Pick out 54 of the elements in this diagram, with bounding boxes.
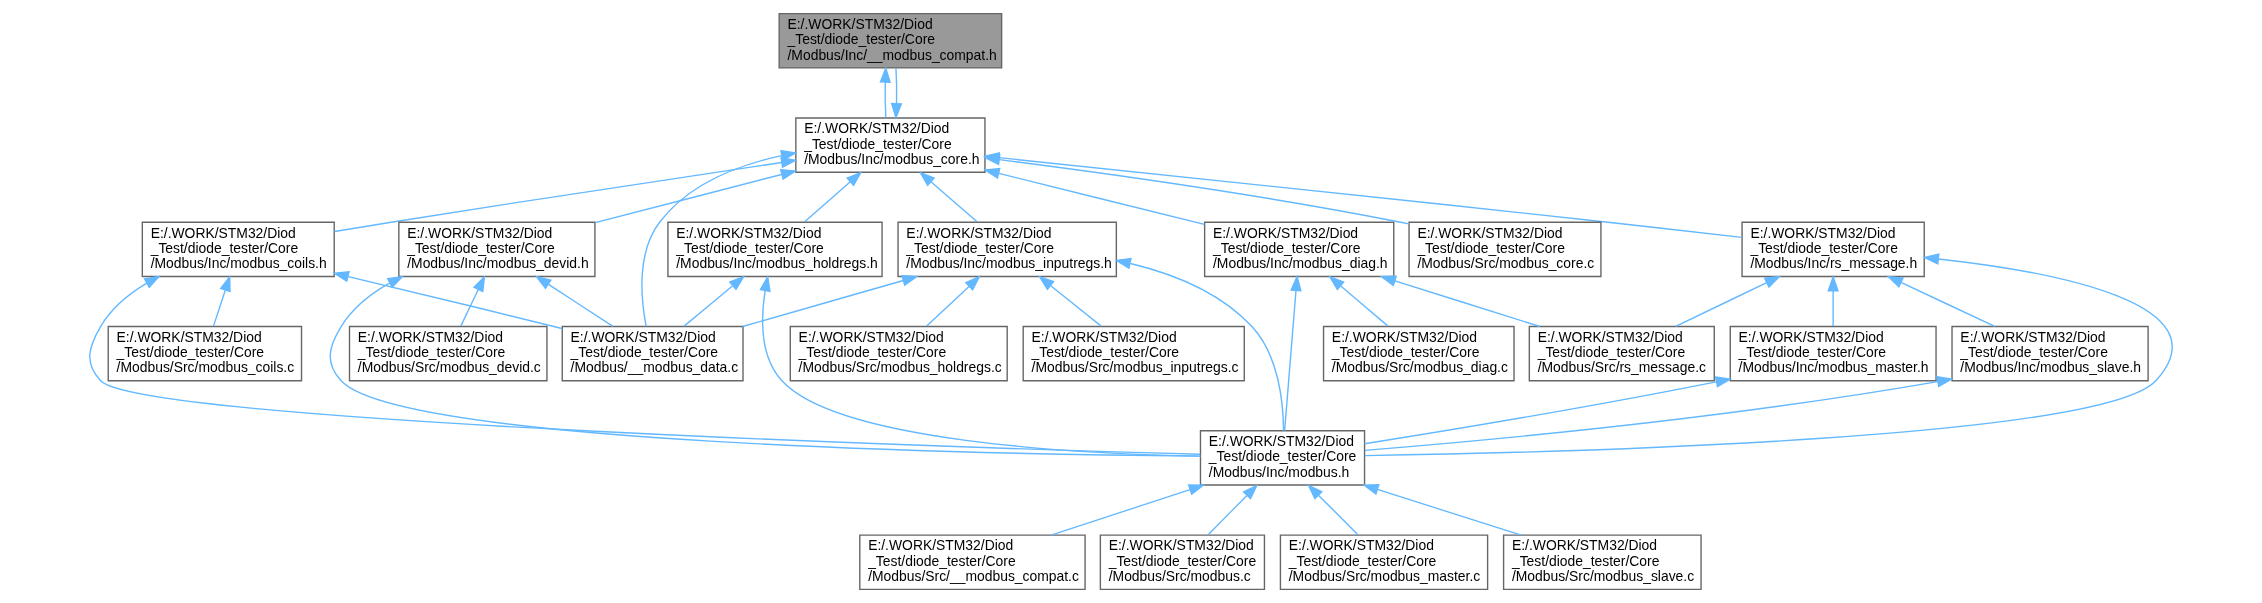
node-box: E:/.WORK/STM32/Diod _Test/diode_tester/Core /Modbus/Src/modbus_master.c: [1279, 534, 1489, 591]
node-box: E:/.WORK/STM32/Diod _Test/diode_tester/Core /Modbus/Inc/modbus_core.h: [795, 117, 986, 173]
node-box: E:/.WORK/STM32/Diod _Test/diode_tester/Core /Modbus/Src/modbus_slave.c: [1502, 534, 1702, 591]
arrow: [1827, 274, 1839, 327]
node-box: E:/.WORK/STM32/Diod _Test/diode_tester/Core /Modbus/Src/modbus_diag.c: [1322, 325, 1515, 382]
arrow: [1364, 253, 2173, 457]
arrow: [1674, 275, 1782, 328]
arrow: [983, 167, 1206, 226]
node-box: E:/.WORK/STM32/Diod _Test/diode_tester/Core /Modbus/Inc/modbus_holdregs.h: [667, 221, 883, 278]
node-box: E:/.WORK/STM32/Diod _Test/diode_tester/Core /Modbus/Src/modbus.c: [1099, 534, 1266, 591]
node-box: E:/.WORK/STM32/Diod _Test/diode_tester/Core /Modbus/Inc/modbus.h: [1199, 430, 1366, 486]
arrow: [1050, 484, 1206, 536]
node-box: E:/.WORK/STM32/Diod _Test/diode_tester/Core /Modbus/Inc/modbus_coils.h: [141, 221, 335, 278]
arrow: [759, 274, 1202, 457]
node-box: E:/.WORK/STM32/Diod _Test/diode_tester/Core /Modbus/Inc/modbus_master.h: [1729, 325, 1937, 382]
arrow: [918, 171, 978, 223]
arrow: [1886, 275, 1996, 328]
node-box: E:/.WORK/STM32/Diod _Test/diode_tester/Core /Modbus/Inc/modbus_slave.h: [1951, 325, 2149, 382]
arrow: [332, 271, 563, 330]
arrow: [594, 168, 798, 224]
node-box: E:/.WORK/STM32/Diod _Test/diode_tester/Core /Modbus/__modbus_data.c: [561, 325, 744, 382]
arrow: [890, 67, 903, 120]
arrow: [212, 274, 231, 327]
node-box: E:/.WORK/STM32/Diod _Test/diode_tester/Core /Modbus/Src/modbus_devid.c: [348, 325, 548, 382]
node-box: E:/.WORK/STM32/Diod _Test/diode_tester/Core /Modbus/Inc/rs_message.h: [1741, 221, 1925, 278]
node-box: E:/.WORK/STM32/Diod _Test/diode_tester/Core /Modbus/Src/rs_message.c: [1528, 325, 1715, 382]
node-box: E:/.WORK/STM32/Diod _Test/diode_tester/Core /Modbus/Src/modbus_core.c: [1408, 221, 1602, 278]
node-box: E:/.WORK/STM32/Diod _Test/diode_tester/Core /Modbus/Inc/__modbus_compat.h: [778, 12, 1003, 69]
arrow: [1307, 483, 1359, 536]
arrow: [683, 275, 746, 327]
arrow: [804, 171, 863, 223]
node-box: E:/.WORK/STM32/Diod _Test/diode_tester/Core /Modbus/Src/modbus_coils.c: [107, 325, 303, 382]
arrow: [879, 66, 892, 119]
arrow: [741, 275, 919, 328]
arrow: [460, 274, 486, 327]
arrow: [1364, 375, 1954, 451]
arrow: [926, 275, 981, 327]
arrow: [1283, 274, 1302, 432]
arrow: [534, 275, 614, 328]
node-box: E:/.WORK/STM32/Diod _Test/diode_tester/Core /Modbus/Src/__modbus_compat.c: [859, 534, 1086, 591]
arrow: [1363, 376, 1733, 445]
arrow: [1207, 483, 1259, 536]
node-box: E:/.WORK/STM32/Diod _Test/diode_tester/Core /Modbus/Src/modbus_inputregs.c: [1022, 325, 1245, 382]
arrow: [1038, 275, 1102, 327]
node-box: E:/.WORK/STM32/Diod _Test/diode_tester/Core /Modbus/Inc/modbus_devid.h: [398, 221, 596, 278]
arrow: [1362, 484, 1522, 536]
arrow: [1379, 275, 1541, 328]
arrow: [329, 275, 1201, 457]
arrow: [1328, 275, 1389, 327]
node-box: E:/.WORK/STM32/Diod _Test/diode_tester/Core /Modbus/Src/modbus_holdregs.c: [789, 325, 1008, 382]
arrow: [89, 275, 1201, 455]
node-box: E:/.WORK/STM32/Diod _Test/diode_tester/Core /Modbus/Inc/modbus_diag.h: [1203, 221, 1395, 278]
arrow: [1114, 257, 1285, 432]
node-box: E:/.WORK/STM32/Diod _Test/diode_tester/Core /Modbus/Inc/modbus_inputregs.h: [897, 221, 1118, 278]
